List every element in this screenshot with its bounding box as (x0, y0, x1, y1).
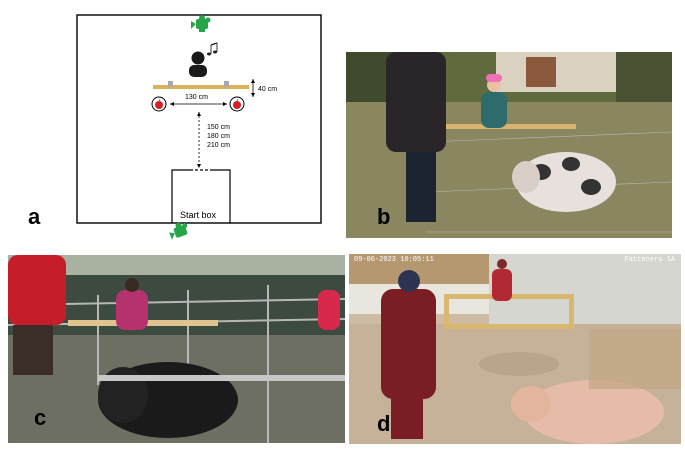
photo-panel-d: 09-06-2023 10:05:11 Fatteners 1A (349, 254, 681, 444)
panel-label-b: b (377, 204, 391, 229)
apple-icon (151, 96, 167, 112)
start-box (171, 169, 190, 223)
distance-label-1: 150 cm (207, 124, 230, 131)
timestamp-overlay: 09-06-2023 10:05:11 (354, 256, 434, 264)
camera-icon (191, 15, 211, 32)
distance-label-2: 180 cm (207, 133, 230, 140)
feeding-board (153, 85, 249, 89)
person-icon (189, 51, 207, 77)
start-box-label: Start box (180, 210, 217, 220)
camera-icon (169, 222, 188, 240)
height-label: 40 cm (258, 86, 277, 93)
panel-label-d: d (377, 411, 391, 436)
experimental-setup-diagram: 130 cm 40 cm 150 cm 180 cm 210 cm Start … (76, 14, 322, 240)
arena-outline (76, 14, 322, 224)
photo-panel-c (8, 255, 345, 443)
apple-icon (229, 96, 245, 112)
distance-label-3: 210 cm (207, 142, 230, 149)
pen-label-overlay: Fatteners 1A (624, 256, 675, 264)
panel-label-a: a (28, 204, 41, 229)
width-label: 130 cm (185, 94, 208, 101)
photo-panel-b (346, 52, 672, 238)
panel-label-c: c (34, 405, 47, 430)
music-note-icon (207, 42, 218, 56)
